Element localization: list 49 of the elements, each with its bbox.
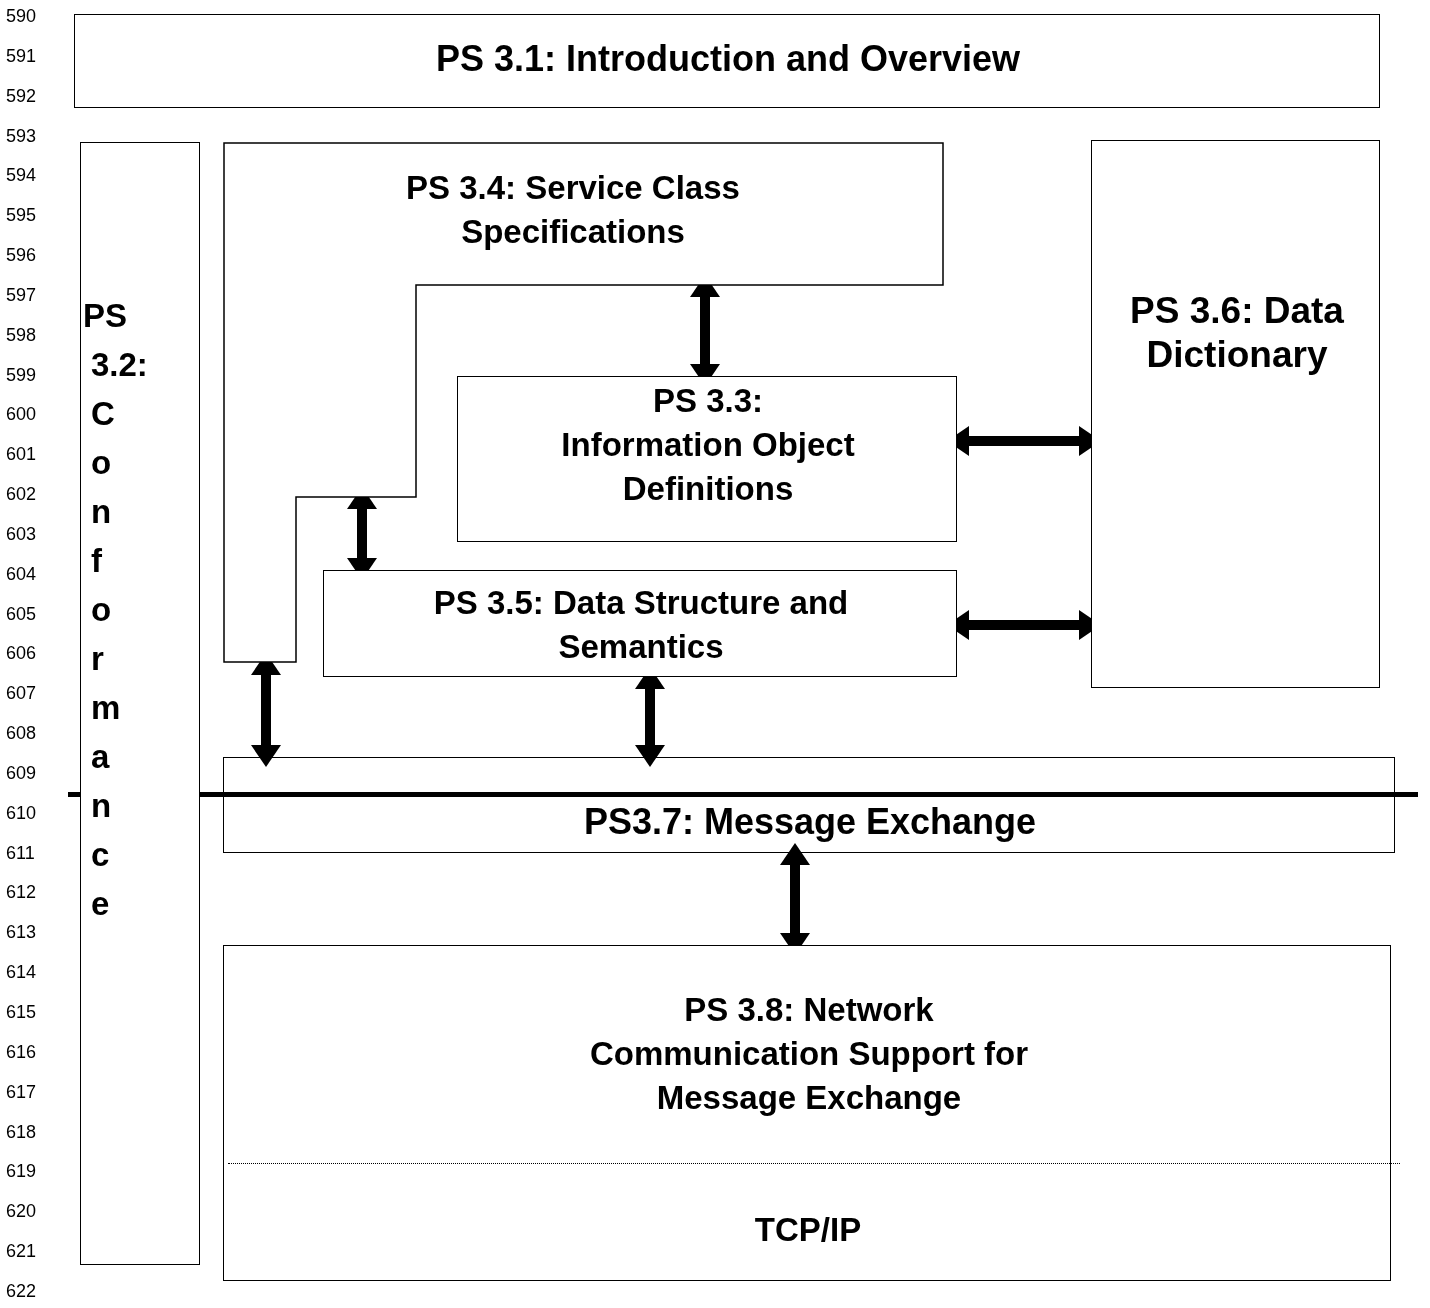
line-number: 615 <box>6 1002 38 1023</box>
line-number: 598 <box>6 324 38 346</box>
section-title: TCP/IP <box>753 1210 863 1250</box>
line-number: 618 <box>6 1121 38 1143</box>
line-number: 617 <box>6 1081 38 1103</box>
line-number: 599 <box>6 364 38 386</box>
section-box <box>457 376 957 542</box>
line-number: 592 <box>6 85 38 107</box>
line-number: 595 <box>6 205 38 227</box>
line-number: 603 <box>6 523 38 545</box>
line-number: 594 <box>6 165 38 187</box>
line-number: 591 <box>6 45 38 67</box>
line-number: 620 <box>6 1201 38 1223</box>
line-number: 596 <box>6 245 38 267</box>
line-number: 593 <box>6 125 38 147</box>
line-number: 602 <box>6 484 38 506</box>
line-number: 610 <box>6 802 38 824</box>
section-box <box>323 570 957 677</box>
section-title: PS 3.1: Introduction and Overview <box>434 37 1022 81</box>
section-title: PS 3.6: Data Dictionary <box>1129 289 1345 377</box>
line-number: 590 <box>6 6 38 27</box>
line-number: 600 <box>6 404 38 426</box>
line-number: 614 <box>6 962 38 984</box>
line-number: 597 <box>6 284 38 306</box>
section-title: PS 3.3: Information Object Definitions <box>560 381 856 509</box>
section-title: PS 3.5: Data Structure and Semantics <box>432 583 850 667</box>
line-number: 606 <box>6 643 38 665</box>
section-title: PS 3.2: Conformance <box>83 296 149 924</box>
line-number: 608 <box>6 723 38 745</box>
line-number: 619 <box>6 1161 38 1183</box>
line-number: 605 <box>6 603 38 625</box>
line-number: 611 <box>6 842 36 864</box>
line-number: 609 <box>6 762 38 784</box>
section-box <box>223 757 1395 853</box>
line-number: 613 <box>6 922 38 944</box>
section-title: PS 3.4: Service Class Specifications <box>405 168 741 252</box>
line-number: 601 <box>6 444 38 466</box>
line-number: 612 <box>6 882 38 904</box>
line-number: 607 <box>6 683 38 705</box>
section-box <box>74 14 1380 108</box>
section-box <box>80 142 200 1265</box>
section-title: PS 3.8: Network Communication Support for Message Exchange <box>588 990 1030 1118</box>
section-title: PS3.7: Message Exchange <box>582 800 1038 844</box>
line-number: 622 <box>6 1280 38 1302</box>
stepped-box <box>223 142 944 663</box>
line-number: 616 <box>6 1041 38 1063</box>
section-box <box>1091 140 1380 688</box>
line-number: 621 <box>6 1241 38 1263</box>
line-number: 604 <box>6 563 38 585</box>
